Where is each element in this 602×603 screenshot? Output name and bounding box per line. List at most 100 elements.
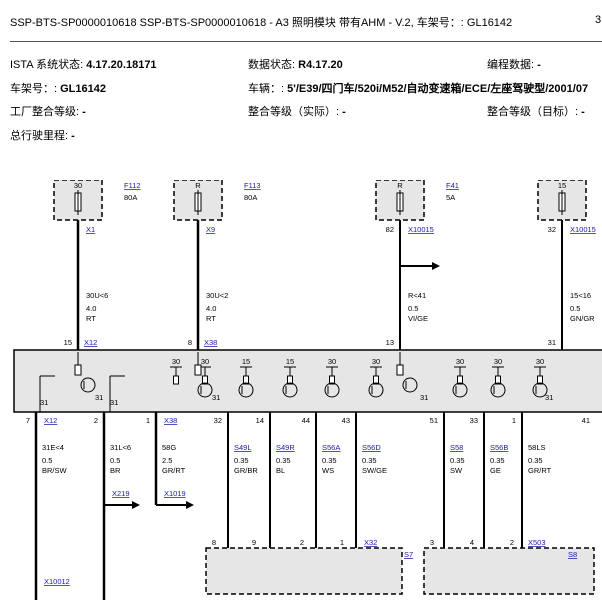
- wire-color: GR/RT: [528, 466, 552, 475]
- page-title: SSP-BTS-SP0000010618 SSP-BTS-SP000001061…: [10, 17, 513, 29]
- connector-link[interactable]: X12: [44, 416, 57, 425]
- fuse-rating: 80A: [244, 193, 257, 202]
- internal-resistor: [194, 364, 202, 376]
- lower-component-box: [205, 547, 403, 595]
- connector-link[interactable]: X1019: [164, 489, 186, 498]
- module-box: [13, 349, 602, 413]
- pin-number: 8: [212, 538, 216, 547]
- pin-number: 2: [94, 416, 98, 425]
- fuse-link[interactable]: F113: [244, 181, 261, 190]
- ground-label: 31: [420, 393, 428, 402]
- internal-terminal: 30: [372, 357, 380, 366]
- wire-size: 0.35: [234, 456, 249, 465]
- wire-link[interactable]: S56D: [362, 443, 381, 452]
- pin-number: 9: [252, 538, 256, 547]
- connector-link[interactable]: X9: [206, 225, 215, 234]
- wire-link[interactable]: S56A: [322, 443, 340, 452]
- wire-color: BR: [110, 466, 121, 475]
- wire-color: GE: [490, 466, 501, 475]
- wire-size: 0.5: [110, 456, 120, 465]
- internal-terminal: 30: [494, 357, 502, 366]
- wire-name: 30U<2: [206, 291, 228, 300]
- arrow-head: [432, 262, 440, 270]
- fuse-terminal-label: 15: [558, 181, 566, 190]
- wire-link[interactable]: S49R: [276, 443, 295, 452]
- wire-color: GR/BR: [234, 466, 258, 475]
- pin-number: 2: [300, 538, 304, 547]
- ista-status: ISTA 系统状态: 4.17.20.18171: [10, 59, 157, 71]
- arrow-head: [186, 501, 194, 509]
- pin-number: 13: [386, 338, 394, 347]
- connector-link[interactable]: X12: [84, 338, 97, 347]
- internal-resistor: [537, 375, 543, 385]
- pin-number: 31: [548, 338, 556, 347]
- programming-data: 编程数据: -: [487, 59, 541, 71]
- wire-color: VI/GE: [408, 314, 428, 323]
- transistor-symbol: [532, 382, 548, 398]
- pin-number: 32: [214, 416, 222, 425]
- fuse-rating: 80A: [124, 193, 137, 202]
- wire-color: SW/GE: [362, 466, 387, 475]
- internal-resistor: [243, 375, 249, 385]
- wire-size: 0.35: [322, 456, 337, 465]
- pin-number: 82: [386, 225, 394, 234]
- wire-link[interactable]: S49L: [234, 443, 252, 452]
- wire-size: 0.5: [42, 456, 52, 465]
- connector-link[interactable]: X38: [204, 338, 217, 347]
- connector-link[interactable]: X10015: [408, 225, 434, 234]
- wire-color: BL: [276, 466, 285, 475]
- connector-link[interactable]: X219: [112, 489, 130, 498]
- ground-label: 31: [40, 398, 48, 407]
- wire-name: R<41: [408, 291, 426, 300]
- connector-link[interactable]: X10015: [570, 225, 596, 234]
- data-status: 数据状态: R4.17.20: [248, 59, 343, 71]
- vehicle: 车辆：: 5'/E39/四门车/520i/M52/自动变速箱/ECE/左座驾驶型…: [248, 83, 589, 95]
- plant-level: 工厂整合等级: -: [10, 106, 86, 118]
- pin-number: 44: [302, 416, 310, 425]
- wire-name: 15<16: [570, 291, 591, 300]
- transistor-symbol: [238, 382, 254, 398]
- pin-number: 51: [430, 416, 438, 425]
- wire-name: 31E<4: [42, 443, 64, 452]
- fuse-link[interactable]: F41: [446, 181, 459, 190]
- connector-link[interactable]: X32: [364, 538, 377, 547]
- fuse-rating: 5A: [446, 193, 455, 202]
- page-marker: 3: [595, 14, 602, 26]
- wire-color: BR/SW: [42, 466, 68, 475]
- lower-component-box: [423, 547, 595, 595]
- wire-size: 0.35: [528, 456, 543, 465]
- internal-resistor: [373, 375, 379, 385]
- connector-link[interactable]: X38: [164, 416, 177, 425]
- pin-number: 7: [26, 416, 30, 425]
- wire-link[interactable]: S58: [450, 443, 463, 452]
- component-link[interactable]: S7: [404, 550, 413, 559]
- transistor-symbol: [368, 382, 384, 398]
- actual-level: 整合等级（实际）: -: [248, 106, 346, 118]
- arrow-head: [132, 501, 140, 509]
- wire-name: 58G: [162, 443, 176, 452]
- total-mileage: 总行驶里程: -: [10, 130, 75, 142]
- pin-number: 2: [510, 538, 514, 547]
- internal-terminal: 30: [536, 357, 544, 366]
- connector-link[interactable]: X10012: [44, 577, 70, 586]
- component-link[interactable]: S8: [568, 550, 577, 559]
- internal-resistor: [202, 375, 208, 385]
- transistor-symbol: [282, 382, 298, 398]
- ground-label: 31: [95, 393, 103, 402]
- fuse-link[interactable]: F112: [124, 181, 141, 190]
- wire-size: 0.35: [490, 456, 505, 465]
- transistor-symbol: [80, 377, 96, 393]
- wire-color: SW: [450, 466, 463, 475]
- transistor-symbol: [324, 382, 340, 398]
- connector-link[interactable]: X1: [86, 225, 95, 234]
- internal-resistor: [457, 375, 463, 385]
- wire-size: 2.5: [162, 456, 172, 465]
- pin-number: 32: [548, 225, 556, 234]
- wire-link[interactable]: S56B: [490, 443, 508, 452]
- wire-color: WS: [322, 466, 334, 475]
- wire-name: 31L<6: [110, 443, 131, 452]
- connector-link[interactable]: X503: [528, 538, 546, 547]
- target-level: 整合等级（目标）: -: [487, 106, 585, 118]
- internal-terminal: 30: [328, 357, 336, 366]
